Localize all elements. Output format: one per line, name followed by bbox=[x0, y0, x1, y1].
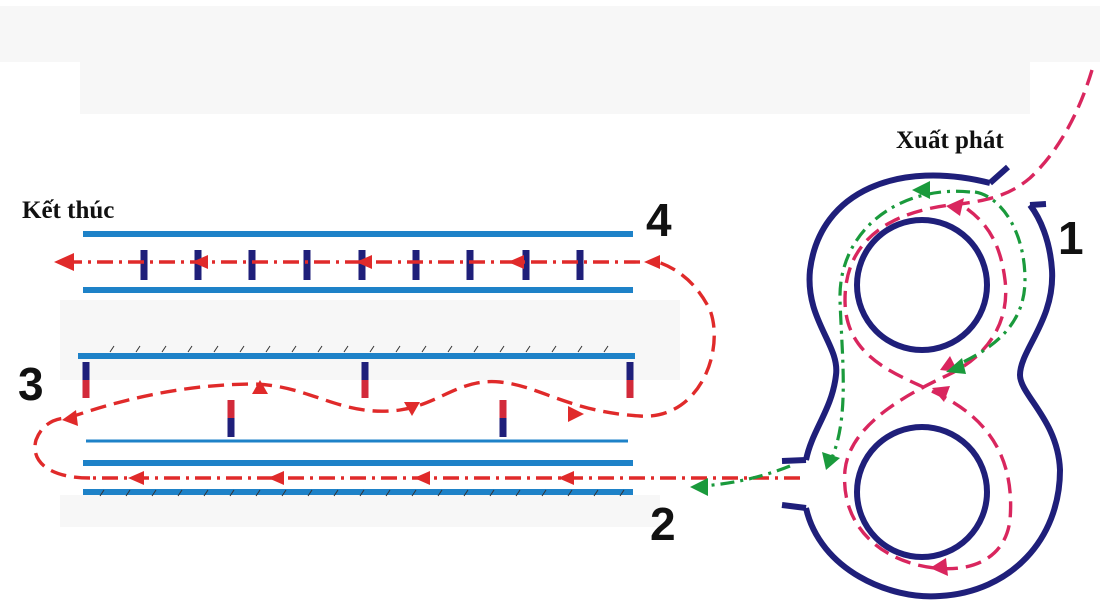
rod-tick bbox=[385, 489, 391, 497]
start-label: Xuất phát bbox=[896, 127, 1004, 154]
rod-tick bbox=[203, 489, 209, 497]
route-station-3-slalom bbox=[67, 260, 716, 420]
rod-tick bbox=[499, 345, 505, 353]
arrow-head-green-mid bbox=[946, 358, 966, 374]
arrow-head-figure-eight-b bbox=[932, 386, 950, 402]
station-2-label: 2 bbox=[650, 498, 676, 550]
station-3-lane bbox=[33, 260, 716, 480]
rod-tick bbox=[135, 345, 141, 353]
rod-tick bbox=[343, 345, 349, 353]
rod-tick bbox=[541, 489, 547, 497]
figure-eight-gate-exit-top bbox=[781, 457, 807, 464]
arrow-head-station-2-b bbox=[268, 471, 284, 485]
rod-tick bbox=[603, 345, 609, 353]
rod-tick bbox=[593, 489, 599, 497]
figure-eight-lower-ring bbox=[854, 424, 990, 560]
arrow-head-station-2-d bbox=[558, 471, 574, 485]
rod-tick bbox=[307, 489, 313, 497]
rod-tick bbox=[411, 489, 417, 497]
rod-tick bbox=[567, 489, 573, 497]
rod-tick bbox=[489, 489, 495, 497]
background-panel-header bbox=[80, 60, 1030, 114]
rod-tick bbox=[161, 345, 167, 353]
arrow-head-slalom-a bbox=[252, 380, 268, 394]
rod-tick bbox=[619, 489, 625, 497]
arrow-head-slalom-b bbox=[404, 402, 420, 416]
rod-tick bbox=[291, 345, 297, 353]
arrow-head-station-4-c bbox=[508, 255, 524, 269]
rod-tick bbox=[551, 345, 557, 353]
rod-tick bbox=[473, 345, 479, 353]
rod-tick bbox=[125, 489, 131, 497]
arrow-head-station-2-c bbox=[414, 471, 430, 485]
arrow-head-figure-eight-a bbox=[946, 198, 964, 216]
arrow-head-slalom-entry bbox=[62, 410, 78, 426]
rod-tick bbox=[151, 489, 157, 497]
station-1-label: 1 bbox=[1058, 212, 1084, 264]
background-panel-bottom bbox=[60, 495, 660, 527]
rod-tick bbox=[369, 345, 375, 353]
arrow-head-green-top bbox=[912, 181, 930, 199]
station-1-figure-eight bbox=[781, 69, 1094, 600]
route-loop-2-to-3 bbox=[33, 416, 91, 480]
rod-tick bbox=[187, 345, 193, 353]
background-panel-middle bbox=[60, 300, 680, 380]
station-4-label: 4 bbox=[646, 194, 672, 246]
arrow-head-slalom-c bbox=[568, 406, 584, 422]
rod-tick bbox=[255, 489, 261, 497]
rod-tick bbox=[359, 489, 365, 497]
arrow-head-finish bbox=[54, 253, 74, 271]
rod-tick bbox=[525, 345, 531, 353]
station-4-posts bbox=[140, 250, 584, 280]
rod-tick bbox=[281, 489, 287, 497]
arrow-head-green-exit bbox=[690, 478, 708, 496]
rod-tick bbox=[463, 489, 469, 497]
rod-tick bbox=[229, 489, 235, 497]
station-3-label: 3 bbox=[18, 358, 44, 410]
figure-eight-outer-left bbox=[803, 172, 991, 461]
rod-tick bbox=[265, 345, 271, 353]
rod-tick bbox=[317, 345, 323, 353]
station-2-lane bbox=[83, 460, 800, 497]
station-4-lane bbox=[54, 231, 660, 293]
arrow-head-station-4-entry bbox=[644, 255, 660, 269]
route-green-figure-eight bbox=[828, 189, 1027, 463]
route-figure-eight bbox=[842, 69, 1094, 571]
rod-tick bbox=[333, 489, 339, 497]
arrow-head-station-4-b bbox=[356, 255, 372, 269]
figure-eight-gate-start-left bbox=[988, 164, 1010, 186]
station-3-top-rod-ticks bbox=[109, 345, 609, 353]
rod-tick bbox=[395, 345, 401, 353]
rod-tick bbox=[421, 345, 427, 353]
rod-tick bbox=[447, 345, 453, 353]
figure-eight-outer-bottom bbox=[803, 203, 1064, 600]
rod-tick bbox=[99, 489, 105, 497]
rod-tick bbox=[577, 345, 583, 353]
arrow-head-green-exit-ring bbox=[822, 452, 840, 470]
arrow-head-figure-eight-c bbox=[930, 558, 948, 576]
arrow-head-station-2-a bbox=[128, 471, 144, 485]
finish-label: Kết thúc bbox=[22, 197, 114, 224]
figure-eight-gate-exit-bottom bbox=[781, 502, 807, 511]
rod-tick bbox=[177, 489, 183, 497]
rod-tick bbox=[515, 489, 521, 497]
station-2-bottom-rod-ticks bbox=[99, 489, 625, 497]
rod-tick bbox=[437, 489, 443, 497]
route-green-exit bbox=[701, 464, 791, 488]
figure-eight-gate-start-right bbox=[1029, 201, 1047, 208]
arrow-head-station-4-a bbox=[192, 255, 208, 269]
rod-tick bbox=[239, 345, 245, 353]
background-panel-top bbox=[0, 6, 1100, 62]
rod-tick bbox=[109, 345, 115, 353]
figure-eight-upper-ring bbox=[854, 217, 990, 353]
rod-tick bbox=[213, 345, 219, 353]
